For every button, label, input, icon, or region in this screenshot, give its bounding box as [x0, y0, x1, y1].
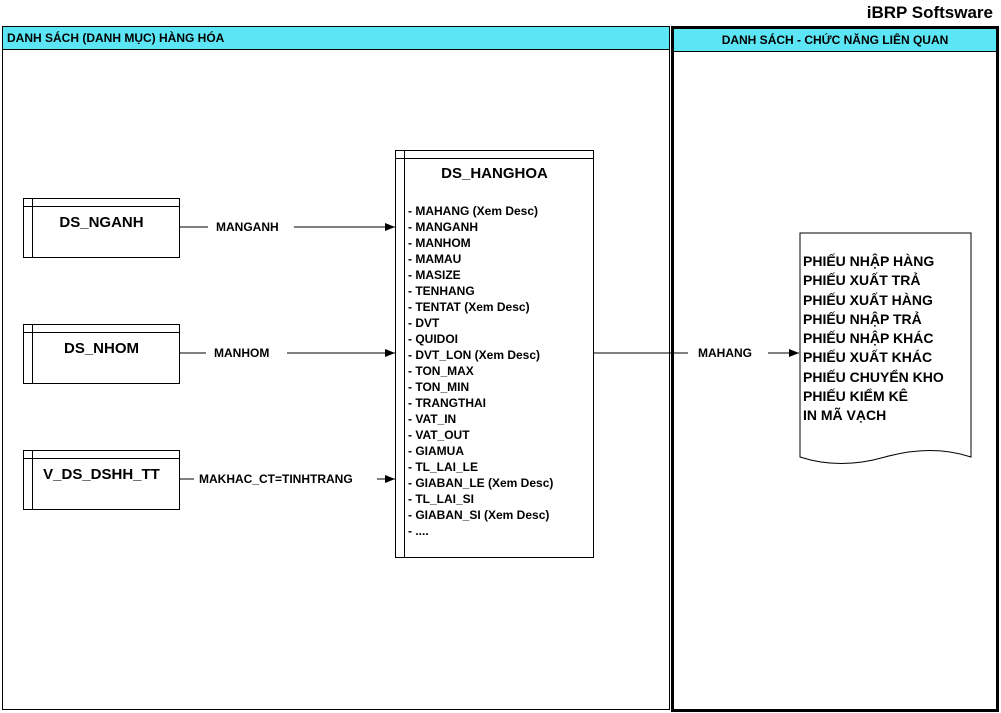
entity-title: V_DS_DSHH_TT	[43, 466, 160, 483]
entity-title: DS_NHOM	[63, 340, 139, 357]
field-item: - TL_LAI_SI	[408, 492, 475, 506]
field-item: - DVT	[408, 316, 440, 330]
field-item: - MASIZE	[408, 268, 461, 282]
field-item: - VAT_OUT	[408, 428, 470, 442]
field-list: - MAHANG (Xem Desc) - MANGANH - MANHOM -…	[408, 203, 553, 539]
entity-title: DS_NGANH	[59, 214, 144, 231]
field-item: - GIABAN_SI (Xem Desc)	[408, 508, 550, 522]
function-item: PHIẾU NHẬP HÀNG	[803, 253, 935, 269]
function-item: IN MÃ VẠCH	[803, 407, 887, 424]
document-shape	[799, 232, 972, 464]
left-panel: DANH SÁCH (DANH MỤC) HÀNG HÓA	[2, 26, 670, 710]
function-item: PHIẾU NHẬP KHÁC	[803, 330, 934, 347]
entity-title: DS_HANGHOA	[441, 165, 548, 182]
field-item: - MANGANH	[408, 220, 478, 234]
field-item: - DVT_LON (Xem Desc)	[408, 348, 541, 362]
field-item: - VAT_IN	[408, 412, 457, 426]
field-item: - MAMAU	[408, 252, 462, 266]
field-item: - GIABAN_LE (Xem Desc)	[408, 476, 554, 490]
function-item: PHIẾU XUẤT HÀNG	[803, 291, 933, 308]
right-panel: DANH SÁCH - CHỨC NĂNG LIÊN QUAN	[671, 26, 999, 712]
function-item: PHIẾU KIỂM KÊ	[803, 388, 909, 405]
entity-v-ds-dshh-tt: V_DS_DSHH_TT	[23, 450, 180, 510]
relation-label-makhac: MAKHAC_CT=TINHTRANG	[199, 472, 353, 486]
entity-ds-nhom: DS_NHOM	[23, 324, 180, 384]
brand-title: iBRP Softsware	[866, 3, 993, 22]
function-item: PHIẾU XUẤT KHÁC	[803, 349, 933, 366]
function-item: PHIẾU NHẬP TRẢ	[803, 310, 922, 327]
field-item: - TENHANG	[408, 284, 475, 298]
function-list: PHIẾU NHẬP HÀNG PHIẾU XUẤT TRẢ PHIẾU XUẤ…	[803, 252, 944, 426]
field-item: - TRANGTHAI	[408, 396, 486, 410]
field-item: - TON_MIN	[408, 380, 470, 394]
relation-label-mahang: MAHANG	[698, 346, 752, 360]
field-item: - GIAMUA	[408, 444, 464, 458]
field-item: - ....	[408, 524, 429, 538]
function-item: PHIẾU CHUYỂN KHO	[803, 368, 944, 385]
function-item: PHIẾU XUẤT TRẢ	[803, 272, 921, 289]
entity-ds-nganh: DS_NGANH	[23, 198, 180, 258]
right-panel-header: DANH SÁCH - CHỨC NĂNG LIÊN QUAN	[674, 29, 996, 52]
field-item: - TL_LAI_LE	[408, 460, 479, 474]
field-item: - TENTAT (Xem Desc)	[408, 300, 530, 314]
entity-ds-hanghoa: DS_HANGHOA - MAHANG (Xem Desc) - MANGANH…	[395, 150, 594, 558]
relation-label-manganh: MANGANH	[216, 220, 279, 234]
field-item: - TON_MAX	[408, 364, 474, 378]
left-panel-header: DANH SÁCH (DANH MỤC) HÀNG HÓA	[3, 27, 669, 50]
field-item: - MANHOM	[408, 236, 471, 250]
field-item: - MAHANG (Xem Desc)	[408, 204, 539, 218]
field-item: - QUIDOI	[408, 332, 458, 346]
relation-label-manhom: MANHOM	[214, 346, 270, 360]
